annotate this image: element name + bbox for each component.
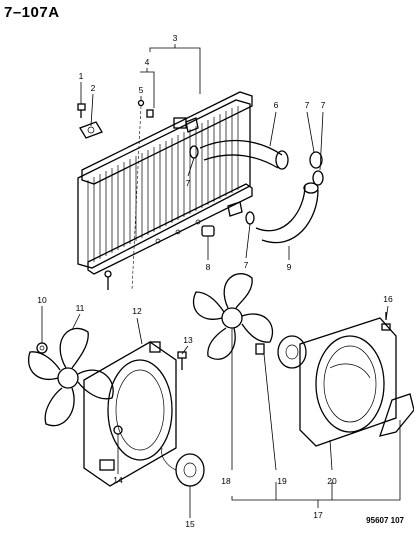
leader-lines <box>41 44 401 518</box>
shroud-bolt <box>177 351 187 370</box>
radiator-fan-blade <box>28 327 114 427</box>
callout-16: 16 <box>383 294 393 304</box>
condenser-fan-shroud <box>299 317 414 447</box>
condenser-fan-motor <box>255 335 307 369</box>
callout-8: 8 <box>206 262 211 272</box>
callout-19: 19 <box>277 476 287 486</box>
fan-nut <box>36 342 48 354</box>
callout-7-c: 7 <box>186 178 191 188</box>
diagram-code: 95607 107 <box>366 516 404 525</box>
grommet <box>201 225 215 237</box>
callout-11: 11 <box>76 303 85 313</box>
callout-3: 3 <box>173 33 178 43</box>
callout-7-a: 7 <box>305 100 310 110</box>
fan-shroud <box>83 341 177 487</box>
callout-5: 5 <box>139 85 144 95</box>
callout-9: 9 <box>287 262 292 272</box>
callout-2: 2 <box>91 83 96 93</box>
drain-screw <box>137 99 154 118</box>
callout-20: 20 <box>327 476 337 486</box>
mount-bracket <box>79 121 103 139</box>
fan-motor <box>161 447 205 487</box>
callout-13: 13 <box>183 335 193 345</box>
callout-7-b: 7 <box>321 100 326 110</box>
lower-radiator-hose <box>255 182 319 244</box>
callout-12: 12 <box>132 306 142 316</box>
callout-6: 6 <box>274 100 279 110</box>
callout-15: 15 <box>185 519 195 529</box>
callout-17: 17 <box>313 510 323 520</box>
mount-bolt <box>77 103 86 118</box>
callout-4: 4 <box>145 57 150 67</box>
callouts: 1 2 3 4 5 6 7 7 7 7 8 9 10 11 12 13 14 1… <box>37 33 393 529</box>
callout-1: 1 <box>79 71 84 81</box>
callout-7-d: 7 <box>244 260 249 270</box>
callout-14: 14 <box>113 475 123 485</box>
callout-18: 18 <box>221 476 231 486</box>
condenser-fan-blade <box>192 273 274 360</box>
upper-radiator-hose <box>199 139 289 170</box>
page-title: 7–107A <box>4 4 60 21</box>
radiator <box>77 91 253 290</box>
callout-10: 10 <box>37 295 47 305</box>
